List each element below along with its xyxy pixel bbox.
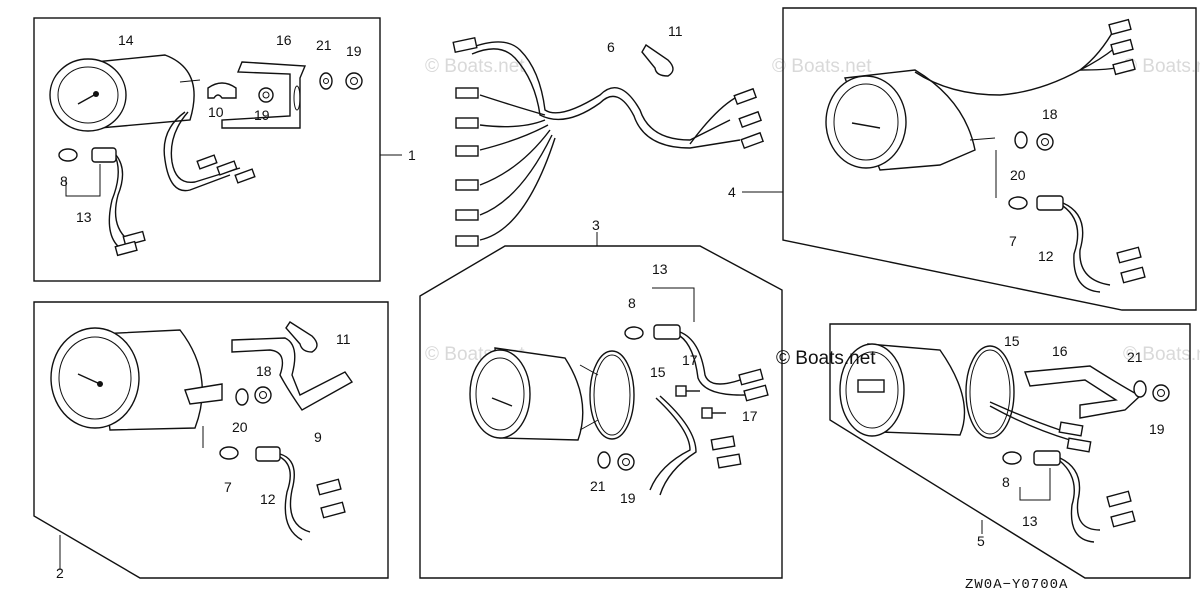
callout-19-box5: 19 bbox=[1149, 421, 1165, 437]
washer-20-box4 bbox=[1014, 131, 1028, 149]
bracket-16-box5 bbox=[1024, 365, 1142, 419]
callout-11-top: 11 bbox=[668, 23, 683, 39]
gauge-box2 bbox=[50, 327, 223, 431]
nut-19-box3 bbox=[617, 453, 635, 471]
callout-11-box2: 11 bbox=[336, 331, 351, 347]
callout-7-box4: 7 bbox=[1009, 233, 1017, 249]
washer-21-box5 bbox=[1133, 380, 1147, 398]
watermark-3: © Boats.net bbox=[1123, 56, 1200, 77]
ring-15-box5 bbox=[965, 345, 1015, 439]
screw-17-a bbox=[675, 385, 700, 397]
callout-16-box5: 16 bbox=[1052, 343, 1068, 359]
callout-7-box2: 7 bbox=[224, 479, 232, 495]
callout-8-box1: 8 bbox=[60, 173, 68, 189]
watermark-6: © Boats.net bbox=[1123, 344, 1200, 365]
callout-21-box1: 21 bbox=[316, 37, 332, 53]
callout-6: 6 bbox=[607, 39, 615, 55]
callout-21-box3: 21 bbox=[590, 478, 606, 494]
callout-17-box3-b: 17 bbox=[742, 408, 758, 424]
callout-12-box2: 12 bbox=[260, 491, 276, 507]
nut-18-box2 bbox=[254, 386, 272, 404]
callout-20-box4: 20 bbox=[1010, 167, 1026, 183]
bracket-16 bbox=[221, 61, 307, 129]
callout-5: 5 bbox=[977, 533, 985, 549]
callout-14: 14 bbox=[118, 32, 134, 48]
nut-19-box5 bbox=[1152, 384, 1170, 402]
lamp-socket-box2 bbox=[219, 446, 346, 541]
callout-15-box3: 15 bbox=[650, 364, 666, 380]
callout-13-box3: 13 bbox=[652, 261, 668, 277]
gauge-box5 bbox=[839, 343, 966, 437]
nut-18-box4 bbox=[1036, 133, 1054, 151]
watermark-1: © Boats.net bbox=[425, 56, 525, 77]
wire-harness-6 bbox=[452, 36, 765, 247]
drawing-code: ZW0A−Y0700A bbox=[965, 577, 1068, 593]
lamp-socket-box3 bbox=[624, 324, 769, 402]
callout-17-box3-a: 17 bbox=[682, 352, 698, 368]
callout-10: 10 bbox=[208, 104, 224, 120]
gauge-box3 bbox=[469, 347, 599, 441]
watermarks: © Boats.net © Boats.net © Boats.net © Bo… bbox=[90, 56, 1200, 365]
washer-21 bbox=[319, 72, 333, 90]
lamp-socket-box1 bbox=[58, 147, 146, 257]
assembly-box-2 bbox=[33, 301, 389, 579]
callout-8-box5: 8 bbox=[1002, 474, 1010, 490]
callout-16-box1: 16 bbox=[276, 32, 292, 48]
callout-2: 2 bbox=[56, 565, 64, 581]
assembly-box-3 bbox=[419, 232, 783, 579]
hose-9 bbox=[231, 337, 354, 411]
callout-13-box1: 13 bbox=[76, 209, 92, 225]
washer-20-box2 bbox=[235, 388, 249, 406]
callout-20-box2: 20 bbox=[232, 419, 248, 435]
callout-19-box1-a: 19 bbox=[346, 43, 362, 59]
lamp-socket-box4 bbox=[1008, 195, 1146, 293]
callout-9: 9 bbox=[314, 429, 322, 445]
callout-19-box1-b: 19 bbox=[254, 107, 270, 123]
callout-21-box5: 21 bbox=[1127, 349, 1143, 365]
gauge-14 bbox=[49, 54, 201, 132]
copyright-label: © Boats.net bbox=[776, 348, 876, 369]
washer-21-box3 bbox=[597, 451, 611, 469]
clip-11-box2 bbox=[285, 321, 318, 353]
watermark-2: © Boats.net bbox=[772, 56, 872, 77]
clamp-10 bbox=[207, 82, 237, 99]
callout-3: 3 bbox=[592, 217, 600, 233]
callout-19-box3: 19 bbox=[620, 490, 636, 506]
assembly-box-4 bbox=[742, 7, 1197, 311]
ring-15-box3 bbox=[589, 350, 635, 440]
callout-13-box5: 13 bbox=[1022, 513, 1038, 529]
callout-18-box2: 18 bbox=[256, 363, 272, 379]
callout-labels: 1 2 3 4 5 6 8 13 14 16 21 19 10 19 11 11… bbox=[56, 23, 1165, 581]
assembly-box-1 bbox=[33, 17, 402, 282]
callout-1: 1 bbox=[408, 147, 416, 163]
clip-11-top bbox=[641, 43, 674, 77]
callout-15-box5: 15 bbox=[1004, 333, 1020, 349]
callout-8-box3: 8 bbox=[628, 295, 636, 311]
gauge-box4 bbox=[825, 69, 996, 171]
screw-17-b bbox=[701, 407, 726, 419]
callout-12-box4: 12 bbox=[1038, 248, 1054, 264]
assembly-box-5 bbox=[829, 323, 1191, 579]
connectors-box1 bbox=[196, 154, 256, 184]
callout-18-box4: 18 bbox=[1042, 106, 1058, 122]
callout-4: 4 bbox=[728, 184, 736, 200]
nut-19-lower bbox=[258, 87, 274, 103]
lamp-socket-box5 bbox=[1002, 450, 1136, 543]
nut-19-upper bbox=[345, 72, 363, 90]
